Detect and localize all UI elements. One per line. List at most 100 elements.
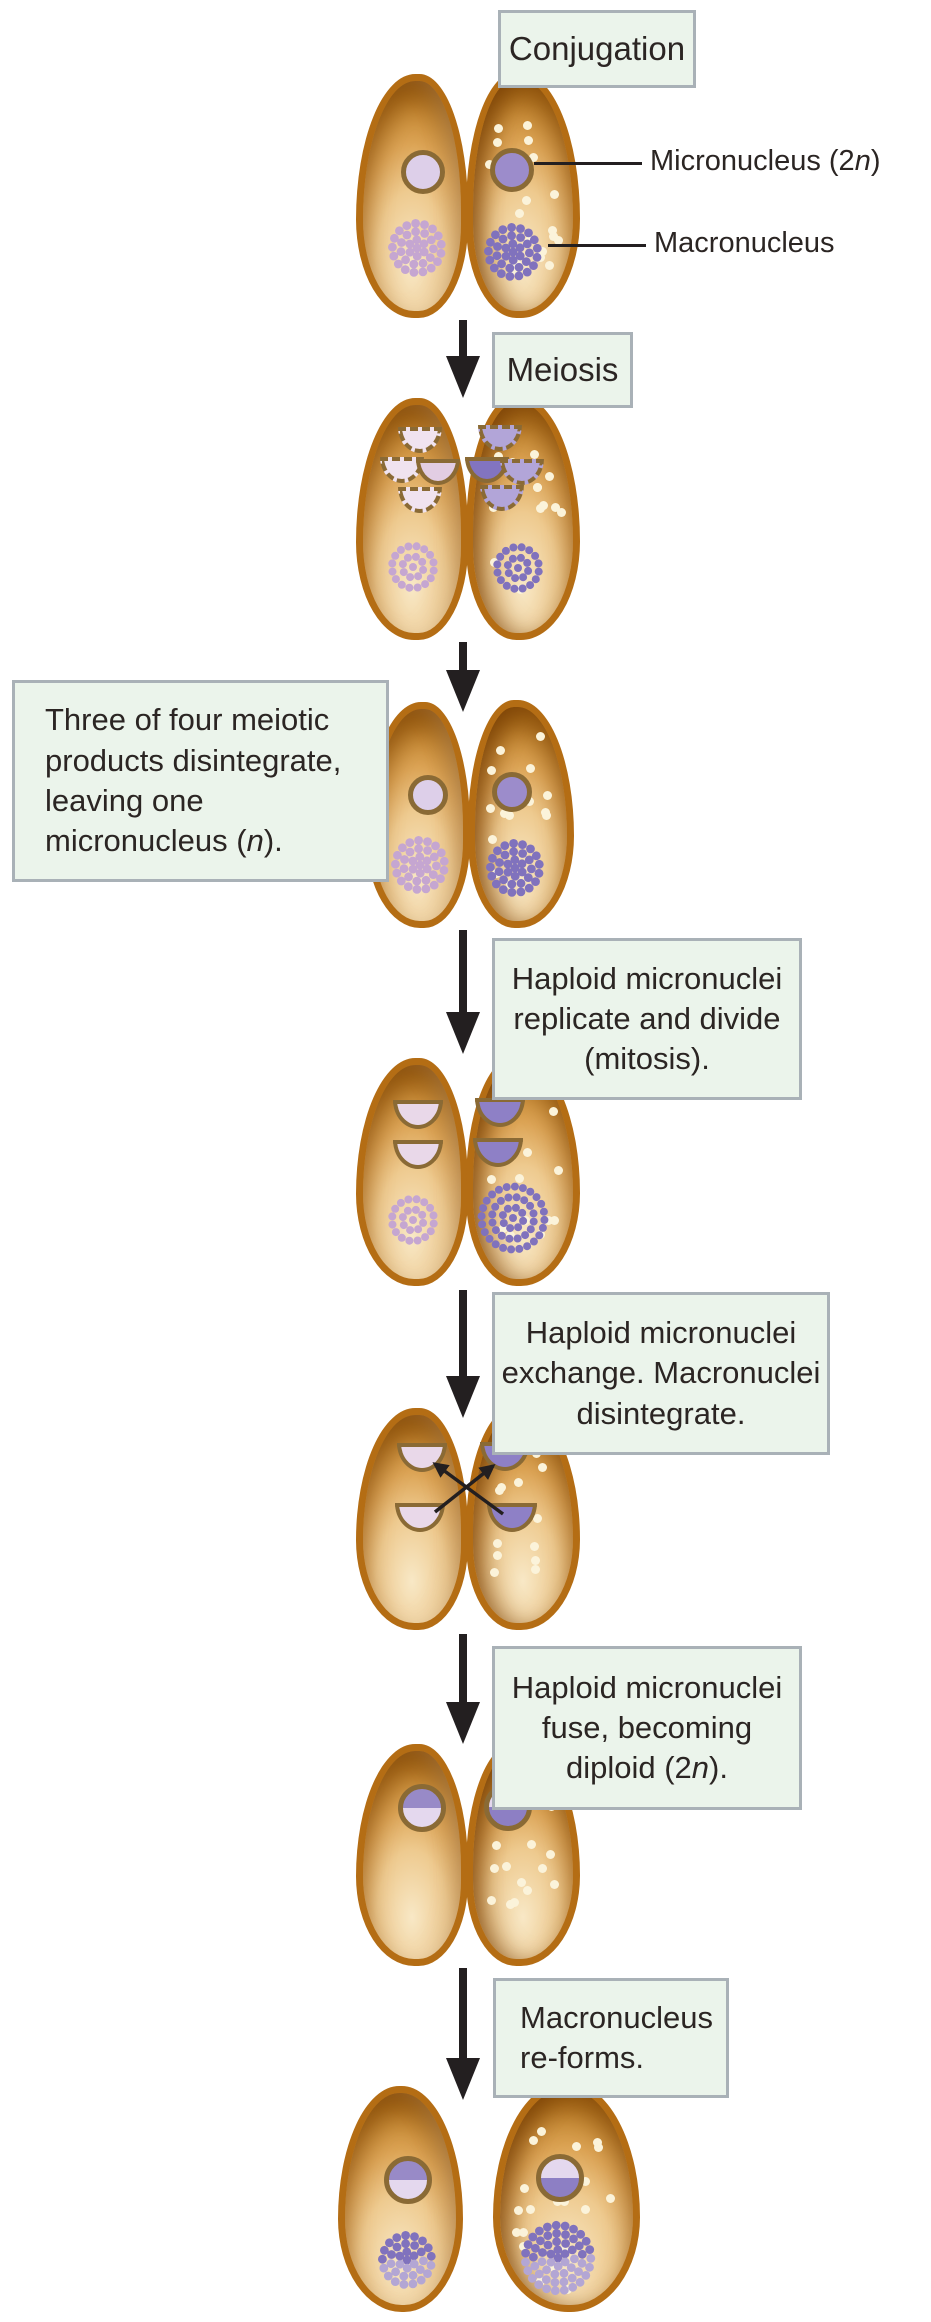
macronucleus-dot [560, 2221, 570, 2231]
cytoplasm-dot [550, 502, 560, 512]
cytoplasm-dot [530, 1556, 540, 1566]
cytoplasm-dot [492, 1551, 502, 1561]
macronucleus-dot [538, 2248, 547, 2257]
macronucleus-dot [487, 871, 497, 881]
macronucleus-dot [586, 2254, 596, 2263]
macronucleus-dot [510, 1182, 519, 1191]
macronucleus-dot [505, 272, 515, 281]
cytoplasm-dot [523, 120, 533, 130]
macronucleus-dot [401, 2231, 410, 2240]
macronucleus-dot [526, 844, 535, 854]
macronucleus-dot [498, 1211, 507, 1220]
macronucleus-dot [518, 849, 527, 858]
micronucleus-diploid [536, 2154, 584, 2202]
macronucleus-dot [536, 2236, 545, 2246]
macronucleus-dot [503, 867, 513, 877]
macronucleus-dot [531, 575, 540, 584]
macronucleus-dot [561, 2230, 570, 2239]
cytoplasm-dot [543, 790, 553, 800]
macronucleus-dot [496, 576, 505, 585]
macronucleus-dot [399, 568, 408, 577]
macronucleus-dot [406, 1226, 415, 1235]
macronucleus-dot [575, 2277, 585, 2287]
macronucleus-dot [495, 858, 504, 867]
macronucleus-dot [421, 1233, 430, 1242]
stage-label-mitosis: Haploid micronuclei replicate and divide… [492, 938, 802, 1100]
arrow-shape [459, 1290, 467, 1380]
macronucleus-dot [429, 558, 438, 567]
macronucleus-dot [512, 1193, 521, 1202]
cytoplasm-dot [511, 259, 521, 269]
macronucleus-dot [412, 885, 422, 894]
macronucleus-dot [523, 2240, 533, 2249]
cytoplasm-dot [541, 810, 551, 820]
macronucleus-dot [534, 868, 544, 878]
italic-n: n [854, 145, 871, 177]
macronucleus-dot [429, 880, 439, 890]
macronucleus-dot [423, 837, 432, 846]
macronucleus-dot [537, 2257, 547, 2267]
macronucleus-dot [403, 1206, 412, 1215]
macronucleus-dot [516, 887, 526, 897]
macronucleus-dot [503, 859, 513, 869]
italic-n: n [691, 1750, 710, 1786]
macronucleus-dot [391, 551, 400, 560]
macronucleus-dot [402, 230, 412, 240]
cytoplasm-dot [580, 2204, 590, 2214]
macronucleus-dot [499, 1243, 508, 1252]
macronucleus-dot [433, 257, 442, 266]
macronucleus-dot [399, 1221, 408, 1230]
macronucleus-dot [507, 888, 517, 897]
cell-left [356, 1058, 468, 1286]
cytoplasm-dot [527, 1839, 537, 1849]
macronucleus-dot [577, 2258, 587, 2268]
cytoplasm-dot [514, 1477, 524, 1487]
macronucleus-dot [546, 2257, 556, 2267]
stage-label-conjugation: Conjugation [498, 10, 696, 88]
macronucleus-dot [494, 867, 504, 877]
macronucleus-dot [506, 1224, 515, 1233]
macronucleus-dot [420, 1198, 429, 1207]
macronucleus-dot [419, 2256, 428, 2266]
macronucleus-dot [522, 267, 532, 277]
macronucleus-dot [419, 239, 429, 249]
macronucleus-dot [398, 843, 407, 853]
cytoplasm-dot [499, 808, 509, 818]
arrow-shape [446, 2058, 480, 2100]
stage-label-exchange: Haploid micronuclei exchange. Macronucle… [492, 1292, 830, 1455]
cytoplasm-dot [593, 2143, 603, 2153]
macronucleus-dot [522, 239, 532, 249]
macronucleus-dot [389, 251, 399, 261]
macronucleus-dot [542, 2265, 551, 2275]
stage-label-reform: Macronucleus re-forms. [493, 1978, 729, 2098]
macronucleus-dot [488, 1190, 497, 1199]
macronucleus-dot [497, 259, 506, 269]
cytoplasm-dot [493, 452, 503, 462]
macronucleus-dot [514, 262, 524, 272]
macronucleus-dot [398, 560, 407, 569]
macronucleus [493, 543, 543, 593]
stage-label-meiosis: Meiosis [492, 332, 633, 408]
macronucleus-dot [482, 1196, 491, 1205]
macronucleus-dot [509, 839, 518, 848]
macronucleus-dot [402, 2263, 412, 2273]
macronucleus-dot [535, 2226, 544, 2236]
macronucleus-dot [412, 542, 421, 551]
arrow-shape [459, 1634, 467, 1706]
cytoplasm-dot [492, 1840, 502, 1850]
macronucleus-dot [436, 874, 445, 883]
macronucleus-dot [477, 1212, 486, 1221]
macronucleus-dot [405, 239, 415, 249]
cytoplasm-dot [492, 137, 502, 147]
macronucleus-dot [517, 867, 527, 877]
macronucleus-dot [392, 2242, 402, 2252]
cytoplasm-dot [513, 2205, 523, 2215]
macronucleus-dot [423, 846, 432, 855]
macronucleus-dot [510, 584, 519, 593]
macronucleus-dot [393, 850, 402, 860]
leader-line [534, 162, 642, 165]
macronucleus-dot [577, 2249, 587, 2259]
macronucleus-dot [404, 542, 413, 551]
cytoplasm-dot [549, 1879, 559, 1889]
macronucleus-dot [486, 862, 495, 872]
